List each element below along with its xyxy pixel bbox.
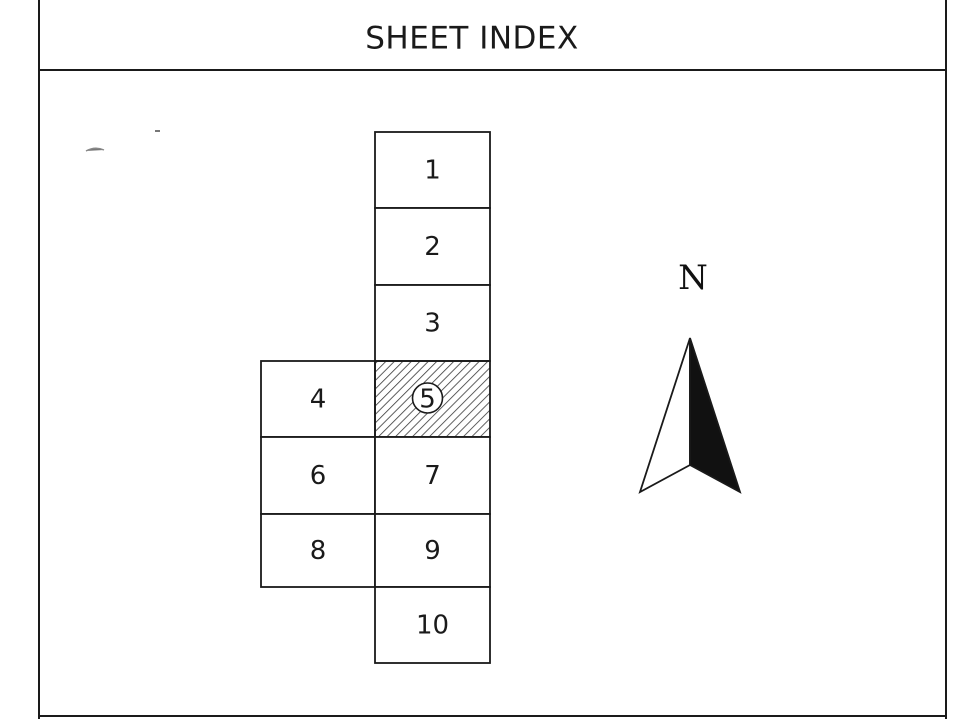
scan-artifacts <box>85 130 160 152</box>
sheet-cell-7: 7 <box>374 436 491 515</box>
sheet-cell-6: 6 <box>260 436 376 515</box>
sheet-number-label: 5 <box>419 385 436 415</box>
north-arrow: N <box>638 258 742 494</box>
sheet-cell-3: 3 <box>374 284 491 362</box>
sheet-cell-box <box>260 436 376 515</box>
sheet-grid: 1 2 3 4 5 6 7 8 9 10 <box>260 131 491 664</box>
sheet-index-title: SHEET INDEX <box>365 21 578 57</box>
sheet-number-label: 9 <box>424 536 441 566</box>
sheet-number-label: 1 <box>424 156 441 186</box>
sheet-cell-4: 4 <box>260 360 376 438</box>
sheet-number-label: 8 <box>310 536 327 566</box>
sheet-cell-box <box>374 586 491 664</box>
north-label: N <box>678 258 708 298</box>
sheet-cell-1: 1 <box>374 131 491 209</box>
sheet-cell-10: 10 <box>374 586 491 664</box>
sheet-cell-box <box>374 131 491 209</box>
sheet-cell-box <box>374 436 491 515</box>
sheet-number-label: 7 <box>424 461 441 491</box>
sheet-cell-box <box>260 360 376 438</box>
north-arrow-left-half <box>638 337 691 494</box>
sheet-cell-8: 8 <box>260 513 376 588</box>
sheet-number-label: 3 <box>424 309 441 339</box>
sheet-cell-9: 9 <box>374 513 491 588</box>
sheet-number-label: 2 <box>424 232 441 262</box>
sheet-number-label: 6 <box>310 461 327 491</box>
sheet-number-label: 10 <box>416 611 449 641</box>
sheet-number-label: 4 <box>310 385 327 415</box>
sheet-cell-2: 2 <box>374 207 491 286</box>
sheet-cell-5: 5 <box>374 360 491 438</box>
sheet-cell-box <box>374 284 491 362</box>
north-arrow-right-half <box>689 337 742 494</box>
title-block-frame <box>38 0 947 719</box>
current-sheet-marker <box>411 382 444 414</box>
